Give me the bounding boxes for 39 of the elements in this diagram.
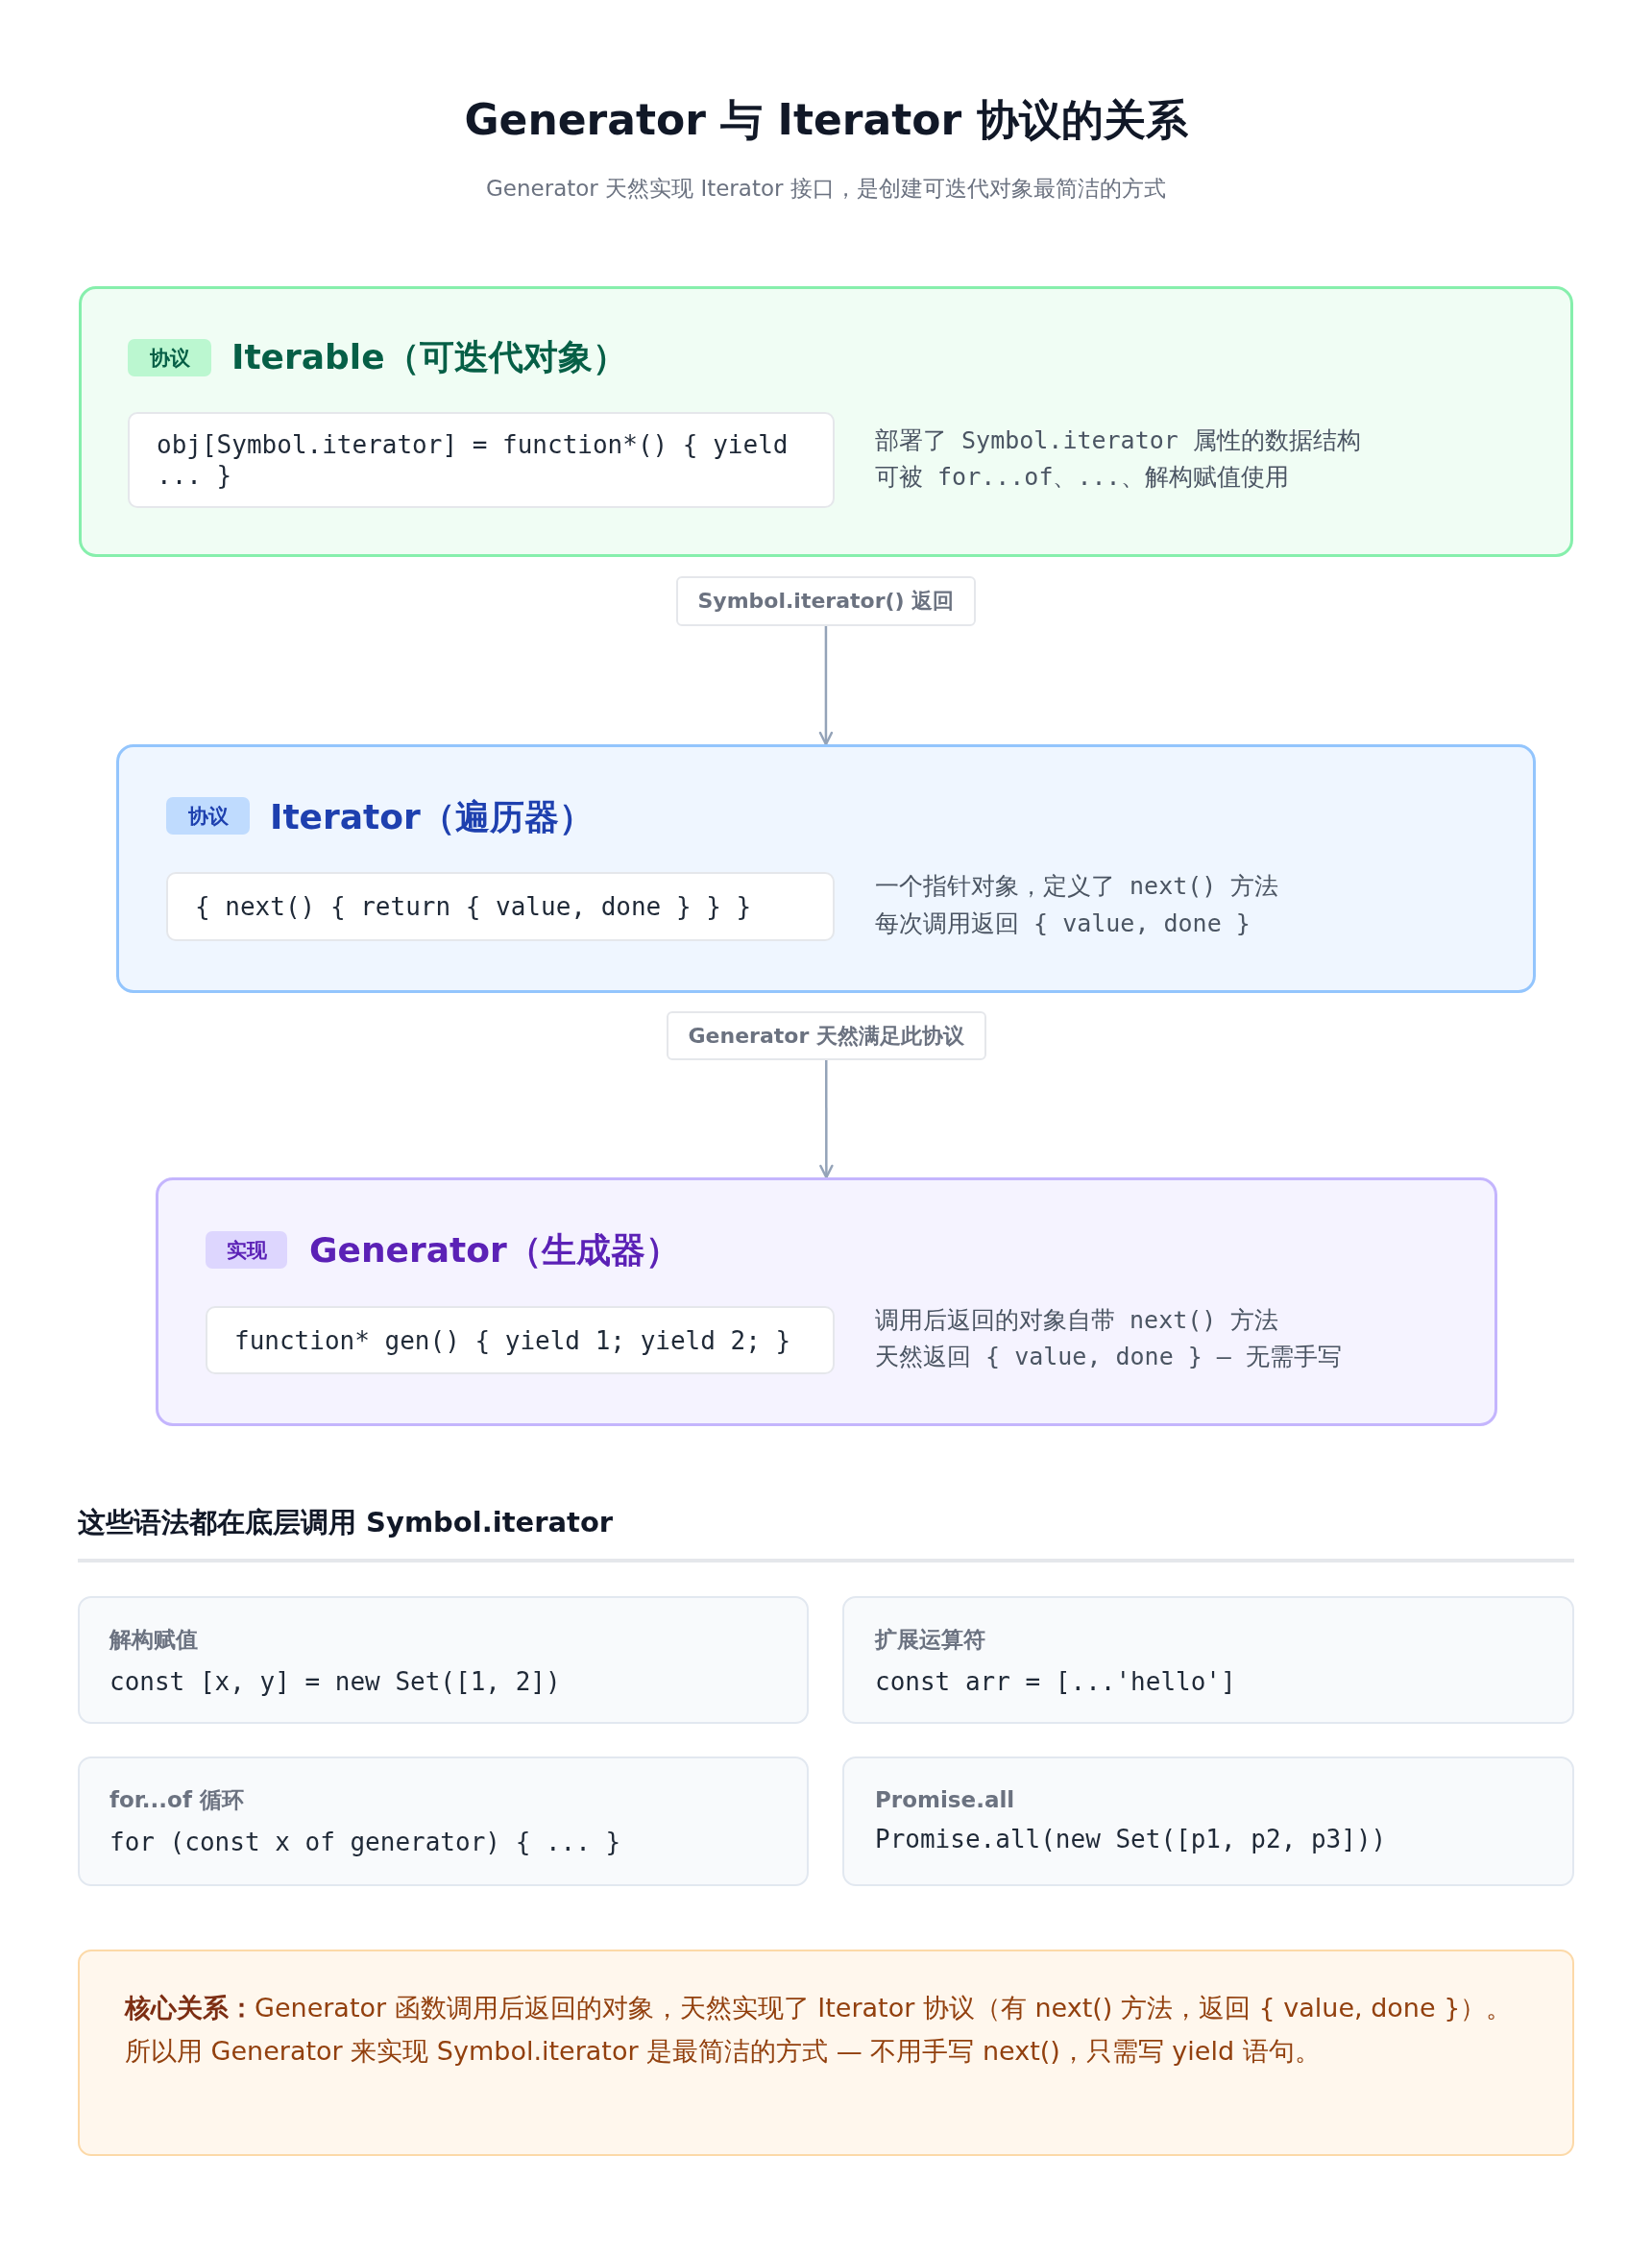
code-text: const [x, y] = new Set([1, 2])	[109, 1666, 561, 1698]
syntax-card	[78, 1756, 809, 1886]
section-heading: 这些语法都在底层调用 Symbol.iterator	[78, 1505, 614, 1540]
card-heading: for...of 循环	[109, 1786, 244, 1814]
code-block: obj[Symbol.iterator] = function*() { yield ... }	[128, 412, 835, 508]
panel-title: Iterable（可迭代对象）	[231, 335, 627, 378]
code-text: for (const x of generator) { ... }	[109, 1827, 621, 1858]
syntax-card	[842, 1596, 1574, 1724]
note-text: 核心关系：Generator 函数调用后返回的对象，天然实现了 Iterator 协议（有 next() 方法，返回 { value, done }）。所以用 Generator 来实现 Symbol.iterator 是最简洁的方式 — 不用手写 next()，只需写 yield 语句。	[125, 1991, 1514, 2068]
code-block: { next() { return { value, done } } }	[166, 872, 835, 941]
syntax-card	[78, 1596, 809, 1724]
description-text: 部署了 Symbol.iterator 属性的数据结构	[875, 425, 1361, 456]
description-text: 一个指针对象，定义了 next() 方法	[875, 871, 1279, 902]
description-text: 可被 for...of、...、解构赋值使用	[875, 462, 1289, 493]
subtitle: Generator 天然实现 Iterator 接口，是创建可迭代对象最简洁的方式	[486, 175, 1166, 203]
code-block: function* gen() { yield 1; yield 2; }	[206, 1306, 835, 1374]
page-title: Generator 与 Iterator 协议的关系	[464, 93, 1188, 146]
section-panel	[79, 286, 1573, 557]
panel-title: Generator（生成器）	[309, 1228, 680, 1272]
arrow	[818, 626, 834, 746]
step-label: Symbol.iterator() 返回	[675, 576, 977, 626]
tag-badge: 协议	[128, 339, 211, 376]
note-box	[78, 1950, 1574, 2156]
step-label: Generator 天然满足此协议	[666, 1011, 986, 1060]
card-heading: 解构赋值	[109, 1626, 198, 1654]
description-text: 每次调用返回 { value, done }	[875, 908, 1251, 939]
arrow	[819, 1060, 834, 1179]
tag-badge: 协议	[166, 797, 250, 835]
tag-badge: 实现	[206, 1231, 287, 1269]
section-panel	[116, 744, 1536, 993]
card-heading: 扩展运算符	[875, 1626, 985, 1654]
code-text: Promise.all(new Set([p1, p2, p3]))	[875, 1824, 1387, 1855]
syntax-card	[842, 1756, 1574, 1886]
card-heading: Promise.all	[875, 1786, 1015, 1814]
description-text: 调用后返回的对象自带 next() 方法	[875, 1305, 1279, 1336]
panel-title: Iterator（遍历器）	[270, 795, 594, 838]
code-text: const arr = [...'hello']	[875, 1666, 1236, 1698]
description-text: 天然返回 { value, done } — 无需手写	[875, 1342, 1342, 1372]
section-panel	[156, 1177, 1497, 1426]
